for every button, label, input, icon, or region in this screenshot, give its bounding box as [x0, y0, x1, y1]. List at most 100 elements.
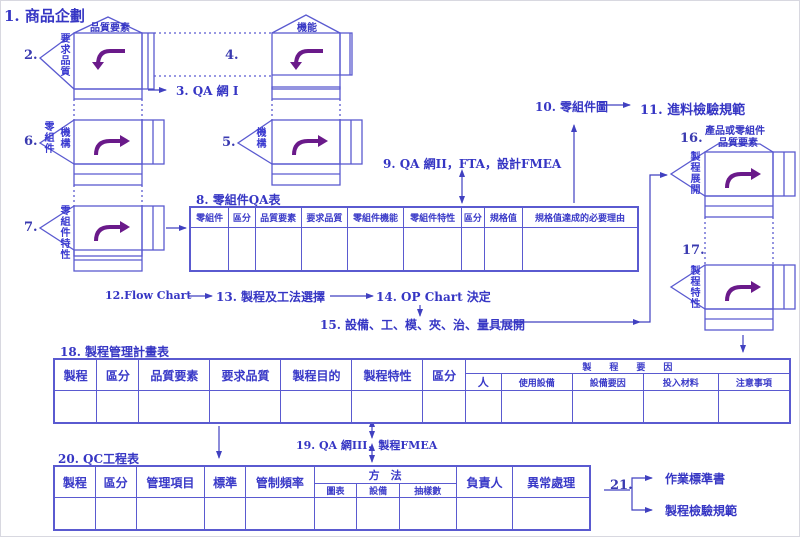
qc-cell	[313, 497, 358, 531]
component-qa-table: 零組件 區分 品質要素 要求品質 零組件機能 零組件特性 區分 規格值 規格值達…	[189, 206, 639, 272]
qc-header: 異常處理	[512, 465, 591, 498]
plan-cell	[53, 390, 98, 424]
plan-cell	[422, 390, 466, 424]
qa-cell	[189, 226, 230, 272]
plan-cell	[96, 390, 140, 424]
step-11-label: 11. 進料檢驗規範	[640, 103, 746, 118]
qc-cell	[455, 497, 514, 531]
step-16-top-label-b: 品質要素	[718, 138, 758, 149]
plan-header: 製程目的	[280, 358, 353, 391]
qa-cell	[254, 226, 302, 272]
plan-header: 製程	[53, 358, 98, 391]
plan-subheader: 使用設備	[500, 373, 573, 391]
qc-header: 負責人	[455, 465, 514, 498]
qc-cell	[53, 497, 96, 531]
plan-cell	[209, 390, 282, 424]
qa-header: 規格值	[483, 206, 523, 228]
qa-cell	[346, 226, 405, 272]
process-control-plan-table: 製程 區分 品質要素 要求品質 製程目的 製程特性 區分 製 程 要 因 人 使…	[53, 358, 791, 424]
qa-header: 規格值達成的必要理由	[521, 206, 639, 228]
step-15-label: 15. 設備、工、模、夾、治、量具展開	[320, 318, 526, 332]
qc-cell	[204, 497, 246, 531]
process-factors-header: 製 程 要 因	[464, 358, 791, 374]
plan-header: 製程特性	[351, 358, 424, 391]
qa-cell	[403, 226, 463, 272]
qc-header: 製程	[53, 465, 96, 498]
step-12-label: 12.Flow Chart	[105, 289, 192, 302]
plan-cell	[464, 390, 502, 424]
qa-header: 區分	[228, 206, 256, 228]
step-21-output-a: 作業標準書	[665, 472, 726, 486]
qc-cell	[399, 497, 457, 531]
qa-header: 零組件	[189, 206, 230, 228]
step-17-number: 17.	[682, 243, 705, 258]
plan-cell	[500, 390, 573, 424]
plan-subheader: 投入材料	[642, 373, 719, 391]
qc-header: 區分	[94, 465, 137, 498]
plan-header: 區分	[96, 358, 140, 391]
qc-cell	[356, 497, 401, 531]
plan-cell	[642, 390, 719, 424]
qa-header: 零組件特性	[403, 206, 463, 228]
plan-header: 區分	[422, 358, 466, 391]
step-7-side-label: 零組件特性	[60, 206, 71, 261]
plan-cell	[351, 390, 424, 424]
method-subheader: 設備	[356, 483, 401, 498]
step-2-side-label: 要求品質	[60, 34, 71, 78]
step-14-label: 14. OP Chart 決定	[376, 290, 491, 304]
plan-subheader: 人	[464, 373, 502, 391]
plan-subheader: 注意事項	[717, 373, 791, 391]
qa-header: 零組件機能	[346, 206, 405, 228]
step-9-label: 9. QA 網II，FTA，設計FMEA	[383, 157, 562, 171]
plan-cell	[571, 390, 644, 424]
step-17-side-label: 製程特性	[690, 266, 701, 310]
step-4-top-label: 機能	[297, 23, 317, 34]
qa-header: 要求品質	[300, 206, 348, 228]
step-4-number: 4.	[225, 48, 239, 63]
qc-header: 管理項目	[135, 465, 206, 498]
step-10-label: 10. 零組件圖	[535, 100, 609, 114]
step-16-side-label: 製程展開	[690, 152, 701, 196]
step-7-number: 7.	[24, 220, 38, 235]
step-16-number: 16.	[680, 131, 703, 146]
qc-cell	[245, 497, 315, 531]
step-13-label: 13. 製程及工法選擇	[216, 290, 326, 304]
qa-cell	[483, 226, 523, 272]
qc-process-table: 製程 區分 管理項目 標準 管制頻率 方 法 負責人 異常處理 圖表 設備 抽樣…	[53, 465, 591, 531]
qa-cell	[300, 226, 348, 272]
step-21-output-b: 製程檢驗規範	[665, 504, 738, 518]
step-2-top-label: 品質要素	[90, 23, 130, 34]
qa-cell	[521, 226, 639, 272]
qa-header: 區分	[461, 206, 485, 228]
title-product-planning: 1. 商品企劃	[4, 7, 85, 25]
plan-cell	[138, 390, 211, 424]
qc-header: 管制頻率	[245, 465, 315, 498]
step-5-number: 5.	[222, 135, 236, 150]
method-header: 方 法	[313, 465, 457, 484]
step-6-side-label-a: 零組件	[44, 122, 55, 155]
step-5-side-label: 機構	[256, 128, 267, 150]
plan-subheader: 設備要因	[571, 373, 644, 391]
step-18-title: 18. 製程管理計畫表	[60, 345, 170, 359]
step-8-title: 8. 零組件QA表	[196, 193, 281, 207]
qc-header: 標準	[204, 465, 246, 498]
plan-cell	[280, 390, 353, 424]
plan-header: 要求品質	[209, 358, 282, 391]
step-3-label: 3. QA 網 I	[176, 84, 239, 98]
qc-cell	[135, 497, 206, 531]
method-subheader: 抽樣數	[399, 483, 457, 498]
qc-cell	[94, 497, 137, 531]
step-2-number: 2.	[24, 48, 38, 63]
qa-cell	[461, 226, 485, 272]
qa-header: 品質要素	[254, 206, 302, 228]
qc-cell	[512, 497, 591, 531]
qa-cell	[228, 226, 256, 272]
step-20-title: 20. QC工程表	[58, 452, 140, 466]
step-21-number: 21.	[610, 478, 633, 493]
step-16-top-label-a: 產品或零組件	[705, 126, 765, 137]
step-6-number: 6.	[24, 134, 38, 149]
step-6-side-label-b: 機構	[60, 128, 71, 150]
plan-header: 品質要素	[138, 358, 211, 391]
plan-cell	[717, 390, 791, 424]
